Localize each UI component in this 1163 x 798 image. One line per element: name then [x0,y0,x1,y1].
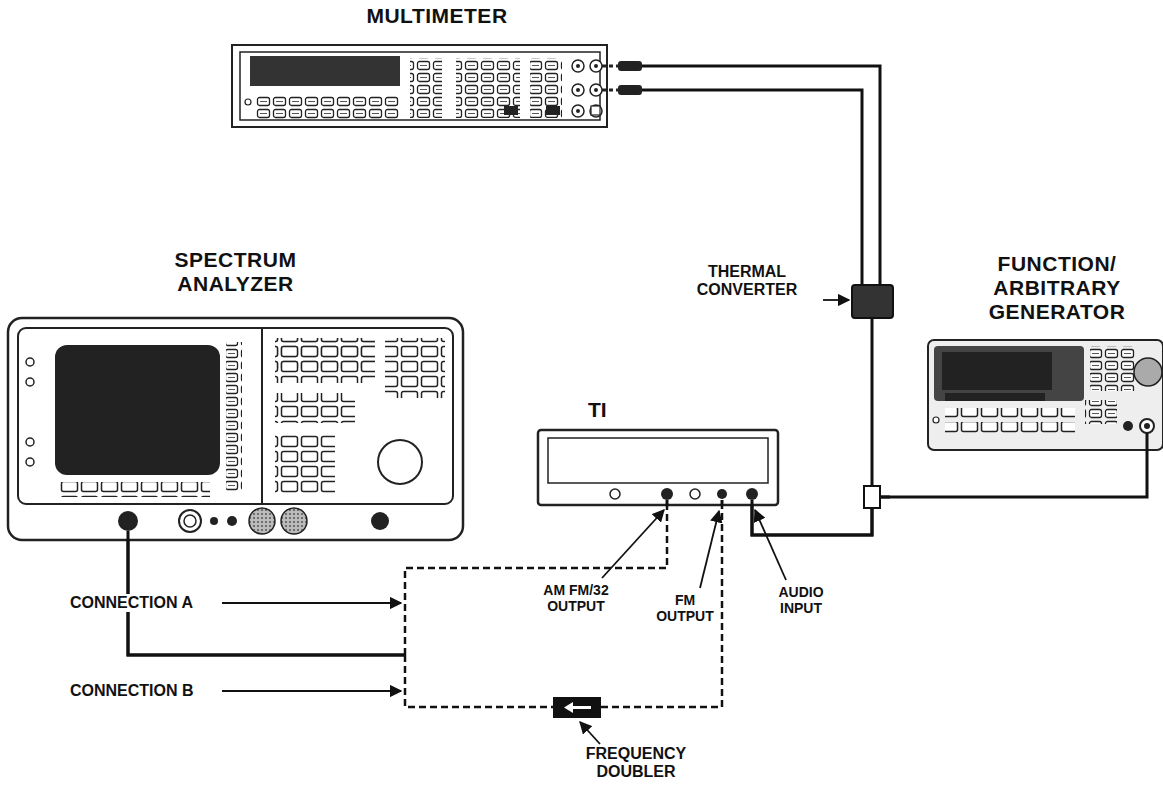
port-label: AM FM/32 OUTPUT [528,582,624,614]
port-label: AUDIO INPUT [766,584,836,616]
test-lead [642,90,862,285]
wire-segment [405,655,553,707]
audio-cable [752,318,872,535]
frequency-doubler: FREQUENCY DOUBLER [553,697,601,718]
node-heading: TI [538,398,780,422]
node-heading: FUNCTION/ ARBITRARY GENERATOR [962,252,1152,324]
ti-unit: TI [538,398,780,506]
node-heading: MULTIMETER [232,2,642,28]
node-heading: SPECTRUM ANALYZER [146,248,326,296]
connection-label: CONNECTION A [68,594,222,612]
audio-cable [752,452,1147,535]
wire-segment [752,452,1147,535]
wire-segment [642,66,880,285]
node-heading: FREQUENCY DOUBLER [561,745,711,782]
spectrum-analyzer-drawing [8,318,463,541]
ti-drawing [538,430,778,506]
thermal-converter: THERMAL CONVERTER [852,285,893,318]
thermal-converter-body [852,285,893,318]
function-generator-drawing [928,340,1163,452]
rf-cable [128,506,667,655]
spectrum-analyzer: SPECTRUM ANALYZER [8,248,463,541]
function-generator: FUNCTION/ ARBITRARY GENERATOR [928,252,1160,452]
test-lead [642,66,880,285]
multimeter: MULTIMETER [232,2,642,128]
port-label: FM OUTPUT [650,592,720,624]
wire-segment [405,506,667,655]
node-heading: THERMAL CONVERTER [677,263,817,300]
tee-connector [864,486,890,508]
wire-segment [642,90,862,285]
doubler-body [553,697,601,718]
multimeter-drawing [232,45,642,127]
wire-segment [752,318,872,535]
connection-label: CONNECTION B [68,682,222,700]
